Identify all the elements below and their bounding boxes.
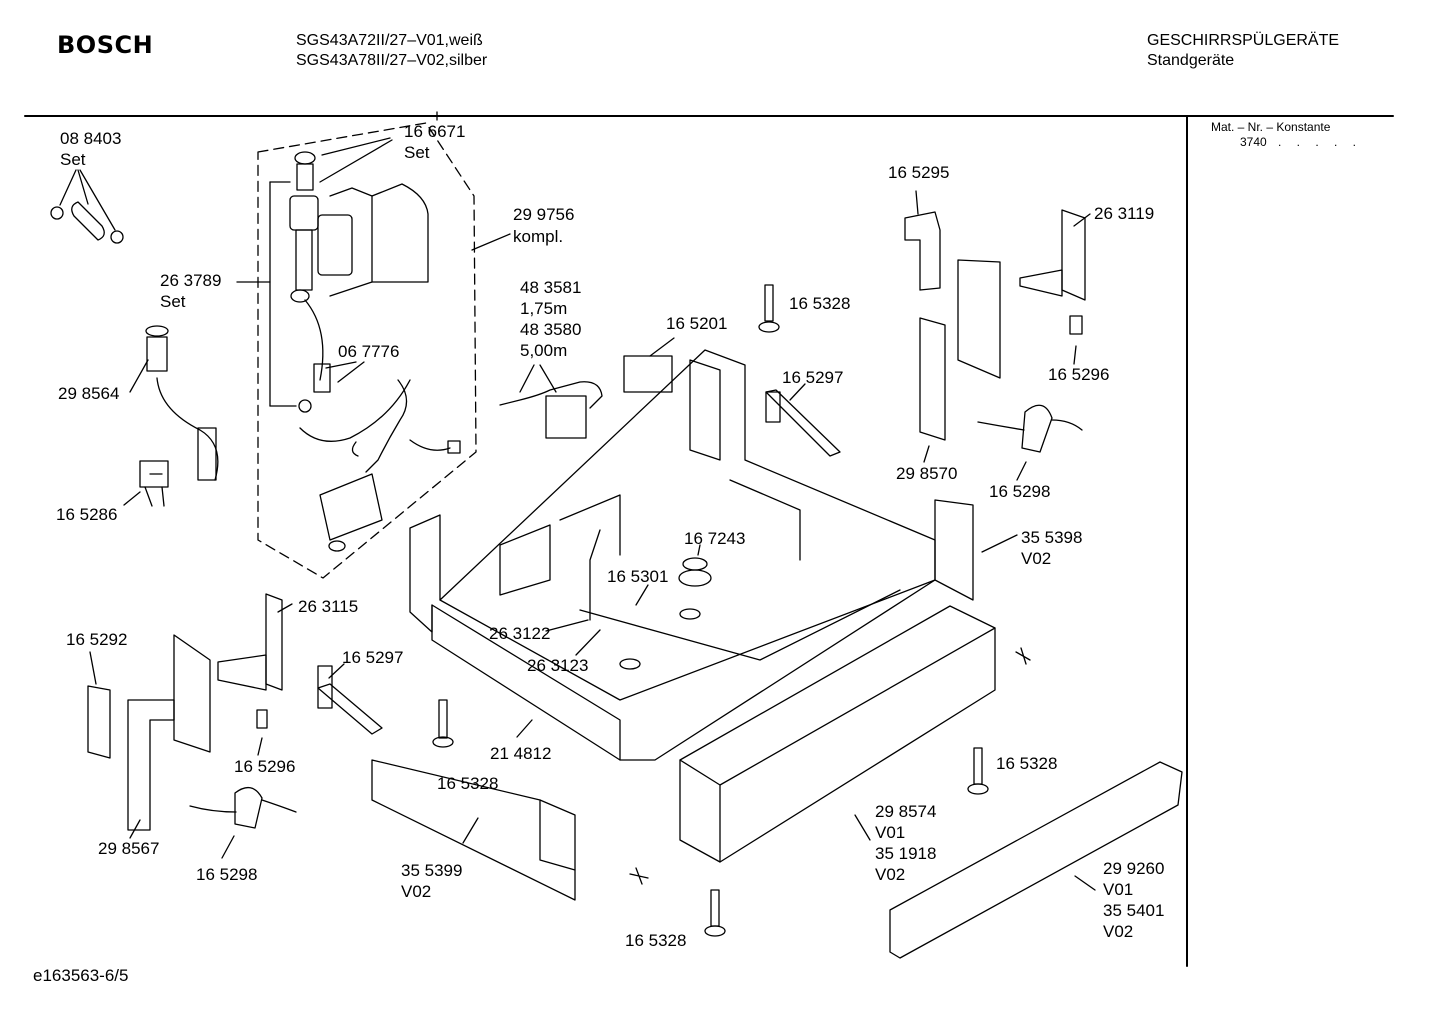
valve-assembly-drawing [289, 151, 461, 552]
part-label-note: Set [60, 150, 86, 169]
part-label: 29 8564 [58, 384, 120, 403]
part-label: 48 3580 [520, 320, 582, 339]
screw-drawings [432, 284, 1031, 937]
part-label: 16 5286 [56, 505, 118, 524]
spring-drawings [317, 383, 841, 735]
part-label-note: V02 [1103, 922, 1134, 941]
kick-plate-355399-drawing [371, 759, 576, 901]
part-label: 16 5328 [996, 754, 1058, 773]
part-label: 26 3122 [489, 624, 551, 643]
part-label: 16 7243 [684, 529, 746, 548]
part-label: 16 5298 [196, 865, 258, 884]
part-label: 26 3789 [160, 271, 222, 290]
part-label: 35 5401 [1103, 901, 1165, 920]
part-label-note: V02 [401, 882, 432, 901]
category-title: GESCHIRRSPÜLGERÄTE [1147, 32, 1340, 49]
valve-assembly-box [257, 122, 477, 579]
part-label: 06 7776 [338, 342, 400, 361]
front-panel-drawing [679, 605, 996, 863]
part-label: 16 5295 [888, 163, 950, 182]
bracket-drawings-right [904, 190, 1091, 481]
mat-nr-title: Mat. – Nr. – Konstante [1211, 120, 1331, 134]
part-label: 29 9260 [1103, 859, 1165, 878]
part-label-note: V01 [1103, 880, 1134, 899]
part-label: 16 6671 [404, 122, 466, 141]
part-label-note: kompl. [513, 227, 564, 246]
part-label: 29 8570 [896, 464, 958, 483]
model-line-2: SGS43A78II/27–V02,silber [296, 52, 488, 69]
part-label: 16 5201 [666, 314, 728, 333]
part-label: 35 5398 [1021, 528, 1083, 547]
mat-nr-dots: . . . . . [1278, 135, 1363, 149]
brand-logo: BOSCH [57, 31, 154, 59]
part-label-note: V01 [875, 823, 906, 842]
part-label: 16 5292 [66, 630, 128, 649]
part-label: 16 5298 [989, 482, 1051, 501]
part-label: 26 3123 [527, 656, 589, 675]
part-label: 35 5399 [401, 861, 463, 880]
part-label: 16 5328 [625, 931, 687, 950]
base-tub-drawing [409, 349, 936, 761]
part-label: 35 1918 [875, 844, 937, 863]
part-label: 08 8403 [60, 129, 122, 148]
part-label: 16 5328 [437, 774, 499, 793]
category-subtitle: Standgeräte [1147, 52, 1235, 69]
trim-299260-drawing [889, 761, 1183, 959]
part-label: 29 8574 [875, 802, 937, 821]
part-label-note: Set [404, 143, 430, 162]
part-label: 29 8567 [98, 839, 160, 858]
clip-165286-drawing [123, 460, 169, 507]
side-panel-355398-drawing [934, 499, 1018, 601]
part-label: 16 5296 [234, 757, 296, 776]
cable-drawing [499, 364, 603, 439]
part-label: 29 9756 [513, 205, 575, 224]
part-label-note: Set [160, 292, 186, 311]
hose-drawing [129, 325, 219, 481]
part-label: 16 5297 [342, 648, 404, 667]
part-label: 16 5297 [782, 368, 844, 387]
part-label: 26 3115 [298, 597, 359, 616]
mat-nr-value: 3740 [1240, 135, 1267, 149]
connector-165201-drawing [623, 337, 675, 393]
model-line-1: SGS43A72II/27–V01,weiß [296, 32, 483, 49]
part-label: 16 5301 [607, 567, 669, 586]
document-id: e163563-6/5 [33, 966, 129, 985]
part-label: 48 3581 [520, 278, 582, 297]
part-label-note: V02 [1021, 549, 1052, 568]
hose-clip-set-drawing [50, 169, 124, 244]
part-label: 26 3119 [1094, 204, 1155, 223]
part-label: 16 5296 [1048, 365, 1110, 384]
part-label: 21 4812 [490, 744, 552, 763]
part-label-note: V02 [875, 865, 906, 884]
part-label-note: 1,75m [520, 299, 568, 318]
part-label-note: 5,00m [520, 341, 568, 360]
part-label: 16 5328 [789, 294, 851, 313]
bracket-drawings-left [87, 593, 297, 859]
